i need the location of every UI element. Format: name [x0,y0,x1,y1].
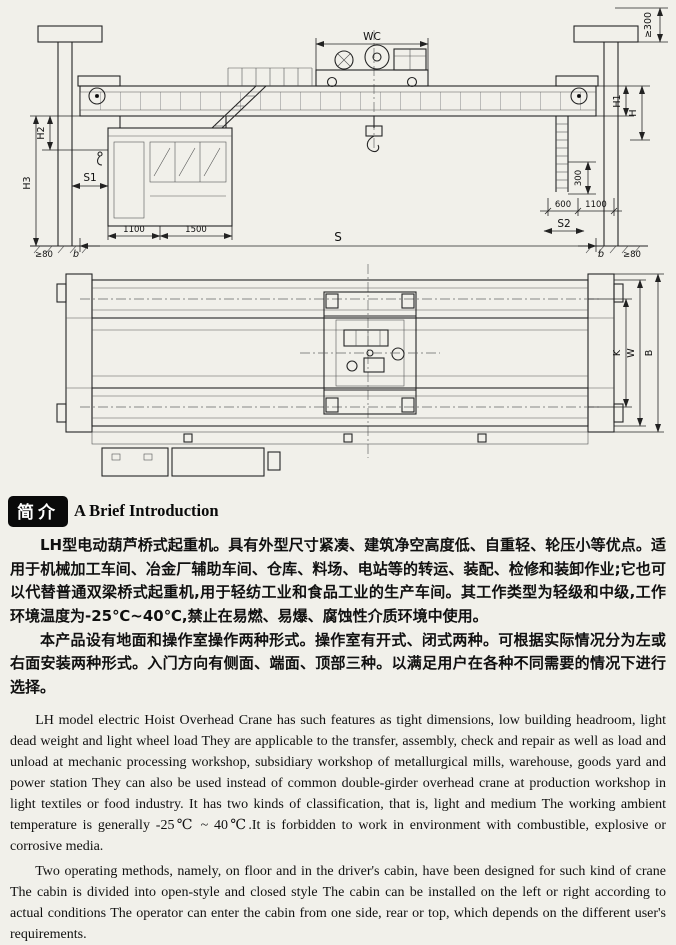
girder-bottom [80,387,600,427]
ground-line [30,245,648,254]
dim-label-ge80-left: ≥80 [35,250,53,258]
hoist-trolley [315,30,429,150]
operator-cabin [107,116,233,227]
dim-600-1100: 600 1100 [540,198,622,216]
elevation-drawing: ≥300 [22,7,668,258]
dim-label-s1: S1 [83,172,96,184]
access-ladder [555,116,569,192]
dim-label-s2: S2 [557,218,570,230]
dim-w: W [614,279,646,427]
dim-label-b-right: b [598,249,604,258]
english-paragraph-2: Two operating methods, namely, on floor … [10,863,666,942]
dim-label-h1: H1 [612,94,623,107]
dim-label-wc: WC [363,31,381,43]
dim-s2: S2 [543,218,585,234]
resistor-box [171,447,281,477]
bridge-girder [77,75,599,117]
dim-span: S ≥80 b ≥80 b [35,230,641,258]
section-header: 简介 A Brief Introduction [8,495,676,527]
dim-h3: H3 [22,115,39,247]
hook-block [365,116,383,153]
dim-300: 300 [568,161,596,195]
dim-wc: WC [315,31,429,70]
dim-label-ge300: ≥300 [643,12,654,38]
dim-label-1100b: 1100 [585,200,607,210]
dim-label-w: W [626,348,637,358]
dim-label-h2: H2 [36,126,47,139]
end-carriage-left [56,273,93,433]
dim-label-ge80-right: ≥80 [623,250,641,258]
girder-top [80,279,600,319]
dim-label-h: H [628,109,639,116]
dim-label-h3: H3 [22,176,33,189]
dim-h2: H2 [30,115,108,151]
dim-h: H [628,85,650,141]
trolley-plan [300,291,440,415]
section-title-en: A Brief Introduction [74,501,219,520]
dim-label-b-left: b [73,249,79,258]
end-carriage-right [587,273,624,433]
dim-label-600: 600 [555,200,571,210]
dim-label-k: K [612,349,623,356]
dim-label-1500: 1500 [185,225,207,235]
dim-label-b: B [644,350,655,357]
dim-s1: S1 [71,172,109,189]
dim-cabin: 1100 1500 [107,225,233,240]
stairway [211,85,267,129]
girder-railing [227,67,313,86]
english-paragraph-1: LH model electric Hoist Overhead Crane h… [10,712,666,854]
section-badge-cn: 简介 [8,495,68,527]
hook-symbol [97,151,103,166]
dim-label-1100: 1100 [123,225,145,235]
dim-label-300: 300 [574,170,584,186]
chinese-paragraph-1: LH型电动葫芦桥式起重机。具有外型尺寸紧凑、建筑净空高度低、自重轻、轮压小等优点… [10,536,666,626]
plan-drawing: K W B [56,264,664,477]
dim-k: K [588,298,632,408]
dim-label-s: S [334,230,342,244]
building-bracket-right [573,25,639,246]
electrical-cabinet [101,447,169,477]
walkway-platform [91,431,589,445]
dim-b: B [614,273,664,433]
building-bracket-left [37,25,103,246]
chinese-paragraph-2: 本产品设有地面和操作室操作两种形式。操作室有开式、闭式两种。可根据实际情况分为左… [10,630,666,697]
dim-headroom: ≥300 [615,7,668,43]
